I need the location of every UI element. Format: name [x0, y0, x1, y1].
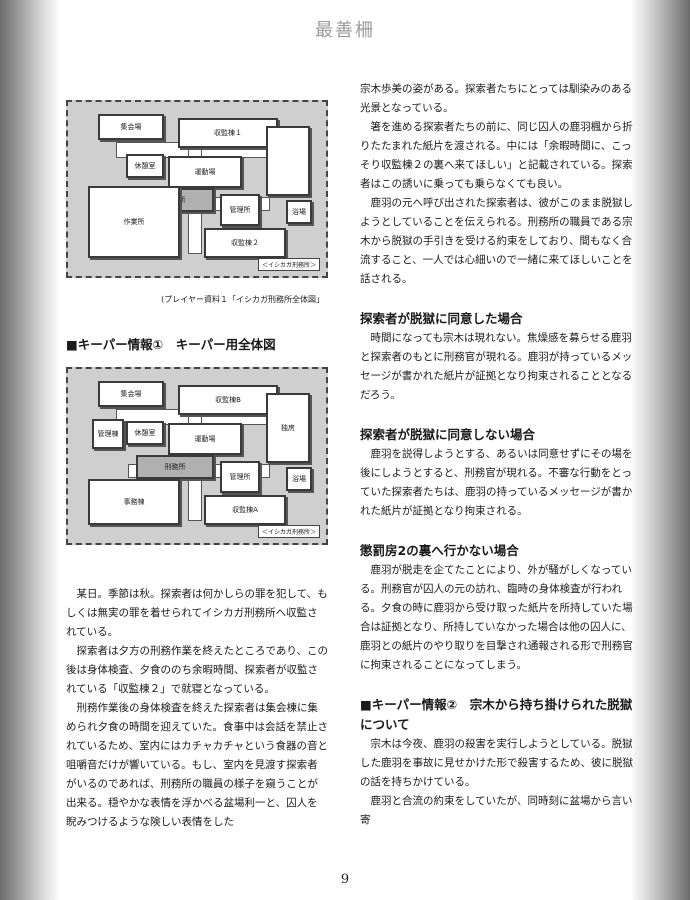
map-room: 浴場 [286, 200, 312, 224]
keeper-info-1-heading: ■キーパー情報① キーパー用全体図 [66, 337, 276, 352]
map-room: 管理所 [220, 194, 260, 226]
page-edge-right [630, 0, 690, 900]
body-paragraph: 宗木歩美の姿がある。探索者たちにとっては馴染みのある光景となっている。 [360, 83, 632, 114]
page-number: 9 [340, 872, 350, 887]
map-room: 運動場 [168, 423, 242, 455]
map-room: 管理棟 [92, 419, 124, 449]
map-room: 収監棟１ [178, 118, 278, 148]
section-disagree-heading: 探索者が脱獄に同意しない場合 [360, 427, 536, 442]
map-room: 事務棟 [88, 479, 180, 525]
map-room: 運動場 [168, 156, 242, 188]
map-room: 作業所 [88, 186, 180, 258]
body-paragraph: 刑務作業後の身体検査を終えた探索者は集会棟に集められ夕食の時間を迎えていた。食事… [66, 702, 328, 828]
page-edge-left [0, 0, 60, 900]
map-credit: ＜イシカガ刑務所＞ [257, 258, 320, 271]
body-paragraph: 箸を進める探索者たちの前に、同じ囚人の鹿羽楓から折りたたまれた紙片を渡される。中… [360, 121, 633, 190]
map-room: 休憩室 [126, 421, 164, 445]
section-punish-heading: 懲罰房2の裏へ行かない場合 [360, 543, 519, 558]
map-caption: (プレイヤー資料１「イシカガ刑務所全体図」 [161, 295, 324, 304]
keeper-info-2-heading: ■キーパー情報② 宗木から持ち掛けられた脱獄について [360, 697, 633, 732]
map-room: 収監棟B [178, 385, 278, 415]
body-paragraph: 鹿羽を説得しようとする、あるいは同意せずにその場を後にしようとすると、刑務官が現… [360, 448, 633, 517]
map-room: 収監棟A [204, 495, 286, 525]
body-paragraph: 時間になっても宗木は現れない。焦燥感を募らせる鹿羽と探索者のもとに刑務官が現れる… [360, 332, 633, 401]
right-column: 宗木歩美の姿がある。探索者たちにとっては馴染みのある光景となっている。 箸を進め… [360, 80, 634, 830]
body-paragraph: 鹿羽と合流の約束をしていたが、同時刻に盆場から言い寄 [360, 795, 633, 826]
map-room: 刑務所 [136, 455, 214, 479]
page-header-title: 最善柵 [315, 20, 375, 41]
map-credit: ＜イシカガ刑務所＞ [257, 525, 320, 538]
map-room: 浴場 [286, 467, 312, 491]
left-body-text: 某日。季節は秋。探索者は何かしらの罪を犯して、もしくは無実の罪を着せられてイシカ… [66, 585, 328, 832]
body-paragraph: 鹿羽が脱走を企てたことにより、外が騒がしくなっている。刑務官が囚人の元の訪れ、臨… [360, 564, 633, 671]
section-agree-heading: 探索者が脱獄に同意した場合 [360, 311, 523, 326]
body-paragraph: 某日。季節は秋。探索者は何かしらの罪を犯して、もしくは無実の罪を着せられてイシカ… [66, 588, 328, 638]
left-column: 集会場 収監棟１ 休憩室 運動場 刑務所 管理所 作業所 浴場 収監棟２ ＜イシ… [66, 100, 328, 832]
map-room: 管理所 [220, 461, 260, 493]
map-room: 集会場 [98, 114, 164, 140]
body-paragraph: 鹿羽の元へ呼び出された探索者は、彼がこのまま脱獄しようとしていることを伝えられる… [360, 197, 633, 285]
map-room: 収監棟２ [204, 228, 286, 258]
prison-map-keeper: 集会場 収監棟B 管理棟 休憩室 運動場 独房 刑務所 管理所 事務棟 浴場 収… [66, 367, 328, 545]
map-room: 休憩室 [126, 154, 164, 178]
body-paragraph: 探索者は夕方の刑務作業を終えたところであり、この後は身体検査、夕食ののち余暇時間… [66, 645, 328, 695]
prison-map-player: 集会場 収監棟１ 休憩室 運動場 刑務所 管理所 作業所 浴場 収監棟２ ＜イシ… [66, 100, 328, 278]
map-room: 集会場 [98, 381, 164, 407]
body-paragraph: 宗木は今夜、鹿羽の殺害を実行しようとしている。脱獄した鹿羽を事故に見せかけた形で… [360, 738, 633, 788]
map-room: 独房 [266, 393, 310, 463]
map-room [266, 126, 310, 196]
